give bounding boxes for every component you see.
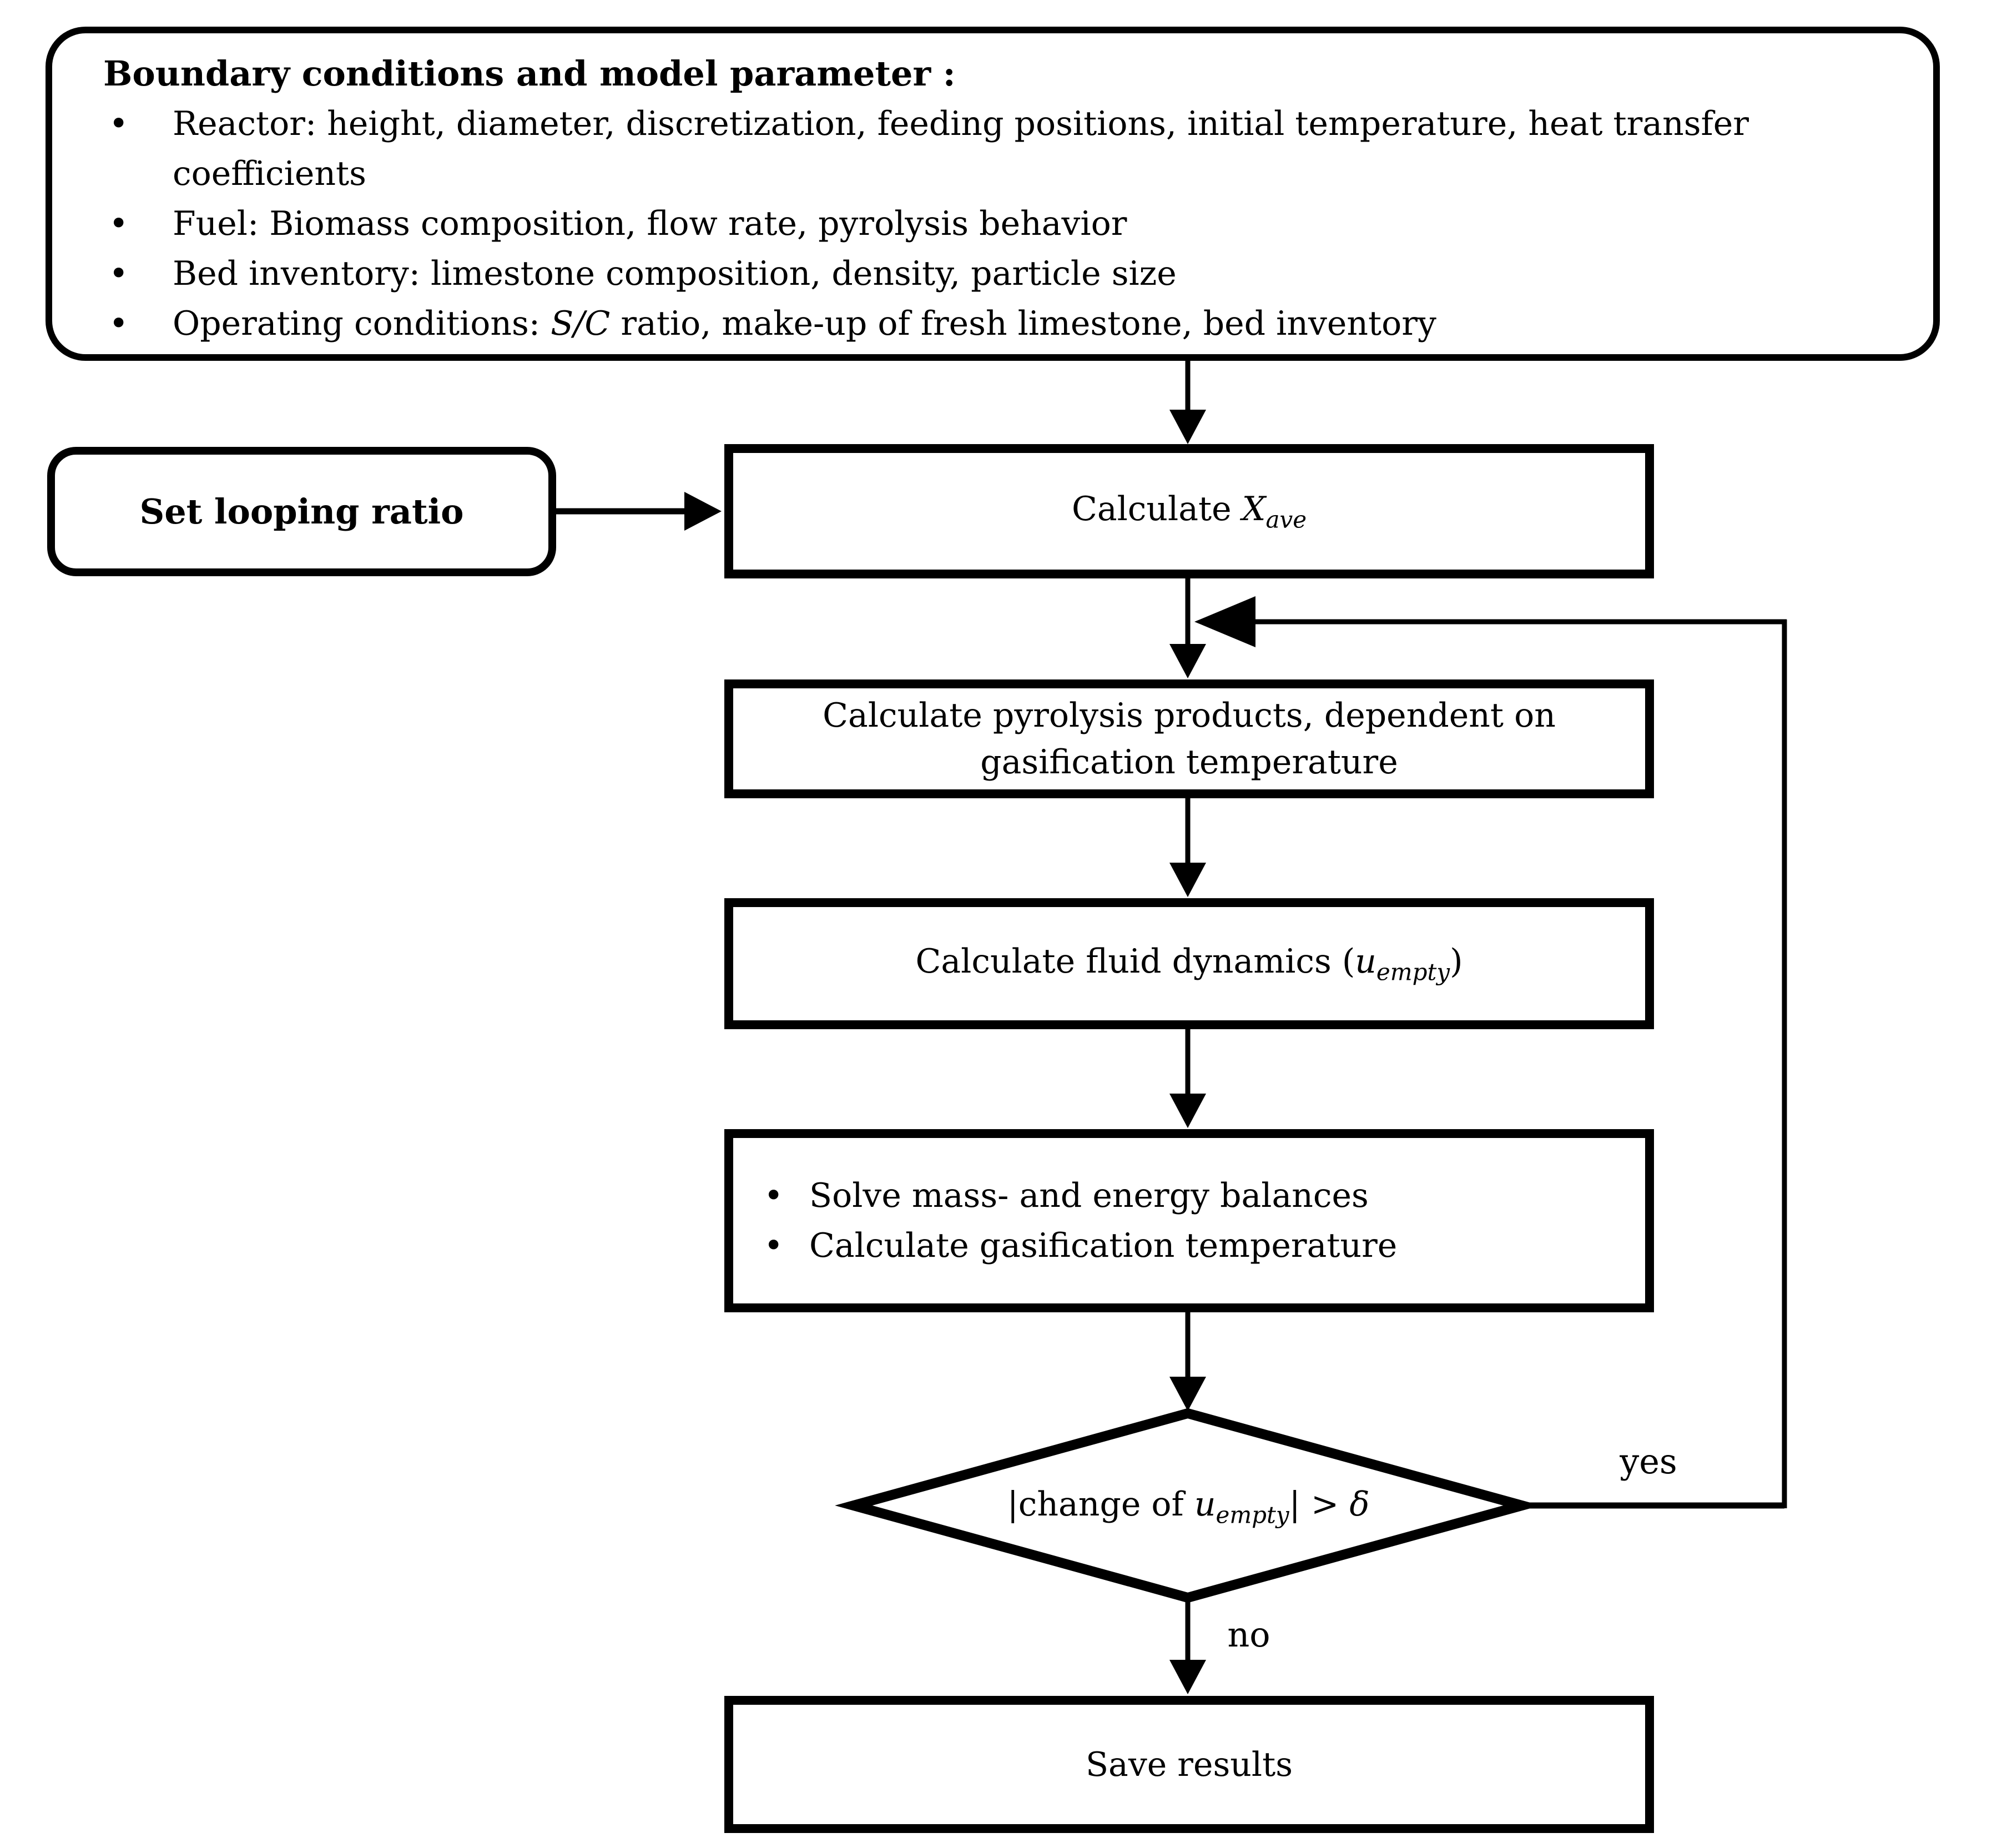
boundary-conditions-box: Boundary conditions and model parameter … [46,27,1940,361]
xave-variable: X [1242,489,1266,528]
xave-prefix: Calculate [1071,489,1242,528]
bullet-icon: • [764,1176,784,1215]
operating-suffix: ratio, make-up of fresh limestone, bed i… [610,304,1436,343]
solve-balances-box: • Solve mass- and energy balances • Calc… [724,1129,1654,1312]
boundary-bullet-reactor-text: Reactor: height, diameter, discretizatio… [173,104,1749,193]
boundary-bullet-bed: • Bed inventory: limestone composition, … [103,249,1861,299]
calculate-xave-label: Calculate Xave [1072,490,1307,533]
arrow-setlooping-to-xave-head [684,492,722,531]
boundary-bullet-list: • Reactor: height, diameter, discretizat… [103,99,1861,349]
yes-branch-label: yes [1620,1441,1677,1482]
calculate-xave-box: Calculate Xave [724,444,1654,578]
decision-diamond-label: |change of uempty| > δ [854,1459,1523,1554]
arrow-solve-to-decision-head [1169,1377,1206,1411]
boundary-bullet-operating: • Operating conditions: S/C ratio, make-… [103,299,1861,349]
arrow-fluid-to-solve-head [1169,1094,1206,1128]
save-results-box: Save results [724,1696,1654,1833]
boundary-bullet-operating-text: Operating conditions: S/C ratio, make-up… [173,299,1436,349]
decision-mid: | > [1289,1484,1350,1524]
set-looping-ratio-label: Set looping ratio [139,491,464,532]
boundary-bullet-fuel: • Fuel: Biomass composition, flow rate, … [103,199,1861,249]
solve-bullet-balances: • Solve mass- and energy balances [764,1171,1645,1221]
decision-text: |change of uempty| > δ [1007,1485,1370,1528]
feedback-loop-arrowhead [1194,596,1255,647]
solve-bullet-balances-text: Solve mass- and energy balances [809,1176,1369,1215]
boundary-bullet-bed-text: Bed inventory: limestone composition, de… [173,254,1177,293]
boundary-box-title: Boundary conditions and model parameter … [103,53,956,94]
decision-subscript: empty [1216,1501,1289,1529]
arrow-boundary-to-xave-head [1169,410,1206,444]
boundary-bullet-fuel-text: Fuel: Biomass composition, flow rate, py… [173,204,1127,243]
arrow-pyrolysis-to-fluid-head [1169,863,1206,897]
bullet-icon: • [109,254,129,293]
solve-bullet-temperature-text: Calculate gasification temperature [809,1226,1398,1265]
solve-bullet-temperature: • Calculate gasification temperature [764,1221,1645,1271]
bullet-icon: • [109,104,129,143]
operating-sc-term: S/C [551,304,611,343]
arrow-xave-to-pyrolysis-head [1169,644,1206,678]
decision-prefix: |change of [1007,1484,1194,1524]
bullet-icon: • [764,1226,784,1265]
decision-variable: u [1194,1484,1216,1524]
xave-subscript: ave [1265,506,1307,533]
boundary-bullet-reactor: • Reactor: height, diameter, discretizat… [103,99,1861,199]
fluid-suffix: ) [1450,941,1463,981]
operating-prefix: Operating conditions: [173,304,551,343]
decision-diamond-shape [835,1408,1541,1603]
fluid-subscript: empty [1376,958,1450,986]
decision-delta: δ [1349,1484,1370,1524]
save-results-label: Save results [1085,1745,1293,1784]
calculate-pyrolysis-label: Calculate pyrolysis products, dependent … [823,696,1556,782]
set-looping-ratio-box: Set looping ratio [47,447,556,576]
calculate-fluid-label: Calculate fluid dynamics (uempty) [915,942,1463,985]
bullet-icon: • [109,204,129,243]
calculate-pyrolysis-box: Calculate pyrolysis products, dependent … [724,679,1654,798]
bullet-icon: • [109,304,129,343]
no-branch-label: no [1227,1614,1270,1655]
fluid-variable: u [1355,941,1376,981]
solve-bullet-list: • Solve mass- and energy balances • Calc… [764,1171,1645,1271]
fluid-prefix: Calculate fluid dynamics ( [915,941,1355,981]
arrow-decision-to-save-head [1169,1660,1206,1694]
calculate-fluid-dynamics-box: Calculate fluid dynamics (uempty) [724,898,1654,1029]
